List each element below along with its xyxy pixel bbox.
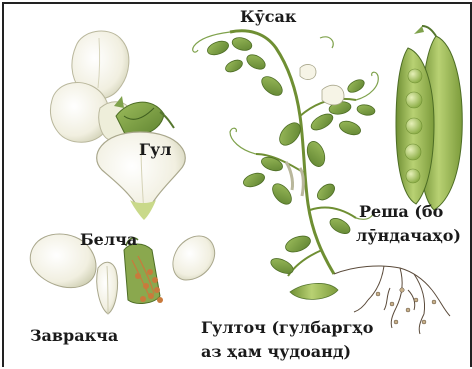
leaflets xyxy=(206,36,376,277)
label-resha-line2: лӯндачаҳо) xyxy=(356,226,461,245)
flower-side-view xyxy=(50,31,174,142)
pea-plant-illustration xyxy=(4,4,470,367)
label-gul: Гул xyxy=(139,140,172,159)
label-resha-line1: Реша (бо xyxy=(359,202,443,221)
label-zavrakcha: Завракча xyxy=(30,326,118,345)
small-pod xyxy=(290,283,338,299)
label-gultoch-line2: аз ҳам ҷудоанд) xyxy=(201,342,351,361)
label-belcha: Белча xyxy=(80,230,137,249)
root-nodules xyxy=(376,288,436,324)
keel-petal xyxy=(97,262,118,314)
label-kusak: Кӯсак xyxy=(240,7,296,26)
pea-pod xyxy=(396,26,462,210)
label-gultoch-line1: Гулточ (гулбаргҳо xyxy=(201,318,373,337)
